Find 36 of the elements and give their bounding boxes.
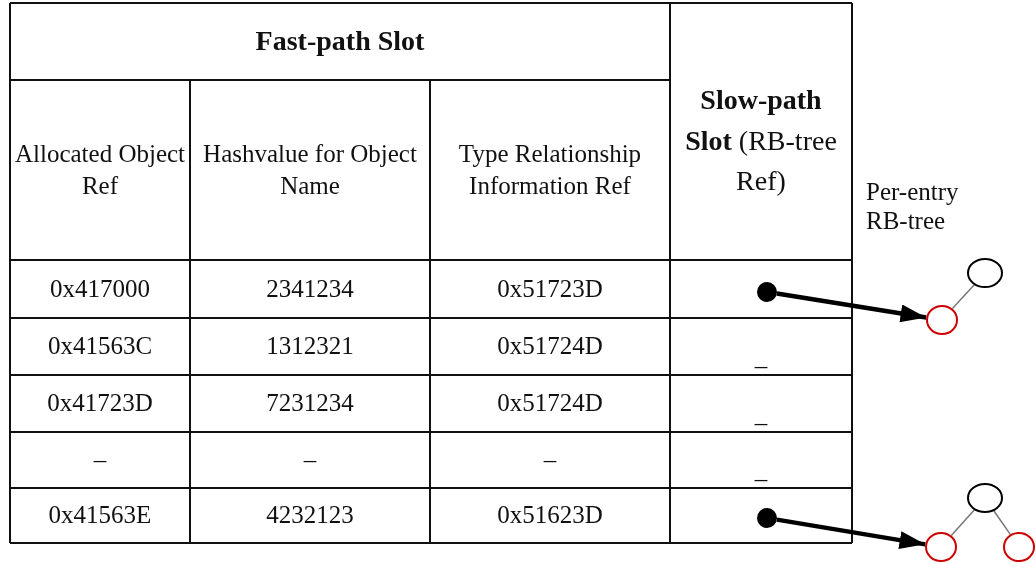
pointer-arrow xyxy=(776,291,927,323)
table-value: 0x51623D xyxy=(496,500,604,531)
tree-link xyxy=(993,510,1012,536)
empty-marker: _ xyxy=(754,398,768,429)
table-value: 0x417000 xyxy=(49,273,151,304)
table-value: 7231234 xyxy=(265,388,355,419)
tree-link xyxy=(951,284,975,310)
empty-marker: – xyxy=(302,444,318,475)
tree-node-circle xyxy=(925,532,957,562)
column-header: Hashvalue for Object Name xyxy=(202,138,418,201)
table-value: 0x41563C xyxy=(46,331,154,362)
tree-link xyxy=(950,509,975,537)
empty-marker: _ xyxy=(754,341,768,372)
table-value: 1312321 xyxy=(265,331,355,362)
tree-node-circle xyxy=(967,483,1003,513)
tree-node-circle xyxy=(926,305,958,335)
table-value: 0x51724D xyxy=(496,331,604,362)
table-value: 0x41563E xyxy=(47,500,153,531)
table-value: 0x51724D xyxy=(496,388,604,419)
pointer-dot xyxy=(757,282,777,302)
empty-marker: – xyxy=(92,444,108,475)
column-header: Fast-path Slot xyxy=(254,24,426,59)
empty-marker: – xyxy=(542,444,558,475)
table-value: 4232123 xyxy=(265,500,355,531)
tree-node-circle xyxy=(967,258,1003,288)
table-value: 2341234 xyxy=(265,273,355,304)
table-value: 0x51723D xyxy=(496,273,604,304)
column-header: Type Relationship Information Ref xyxy=(457,138,643,201)
column-header: Allocated Object Ref xyxy=(13,138,187,201)
pointer-dot xyxy=(757,508,777,528)
column-header: Slow-path Slot (RB-tree Ref) xyxy=(684,83,838,199)
tree-node-circle xyxy=(1003,532,1035,562)
table-value: 0x41723D xyxy=(46,388,154,419)
pointer-arrow xyxy=(776,517,926,549)
empty-marker: _ xyxy=(754,454,768,485)
tree-caption: Per-entry RB-tree xyxy=(865,178,960,236)
